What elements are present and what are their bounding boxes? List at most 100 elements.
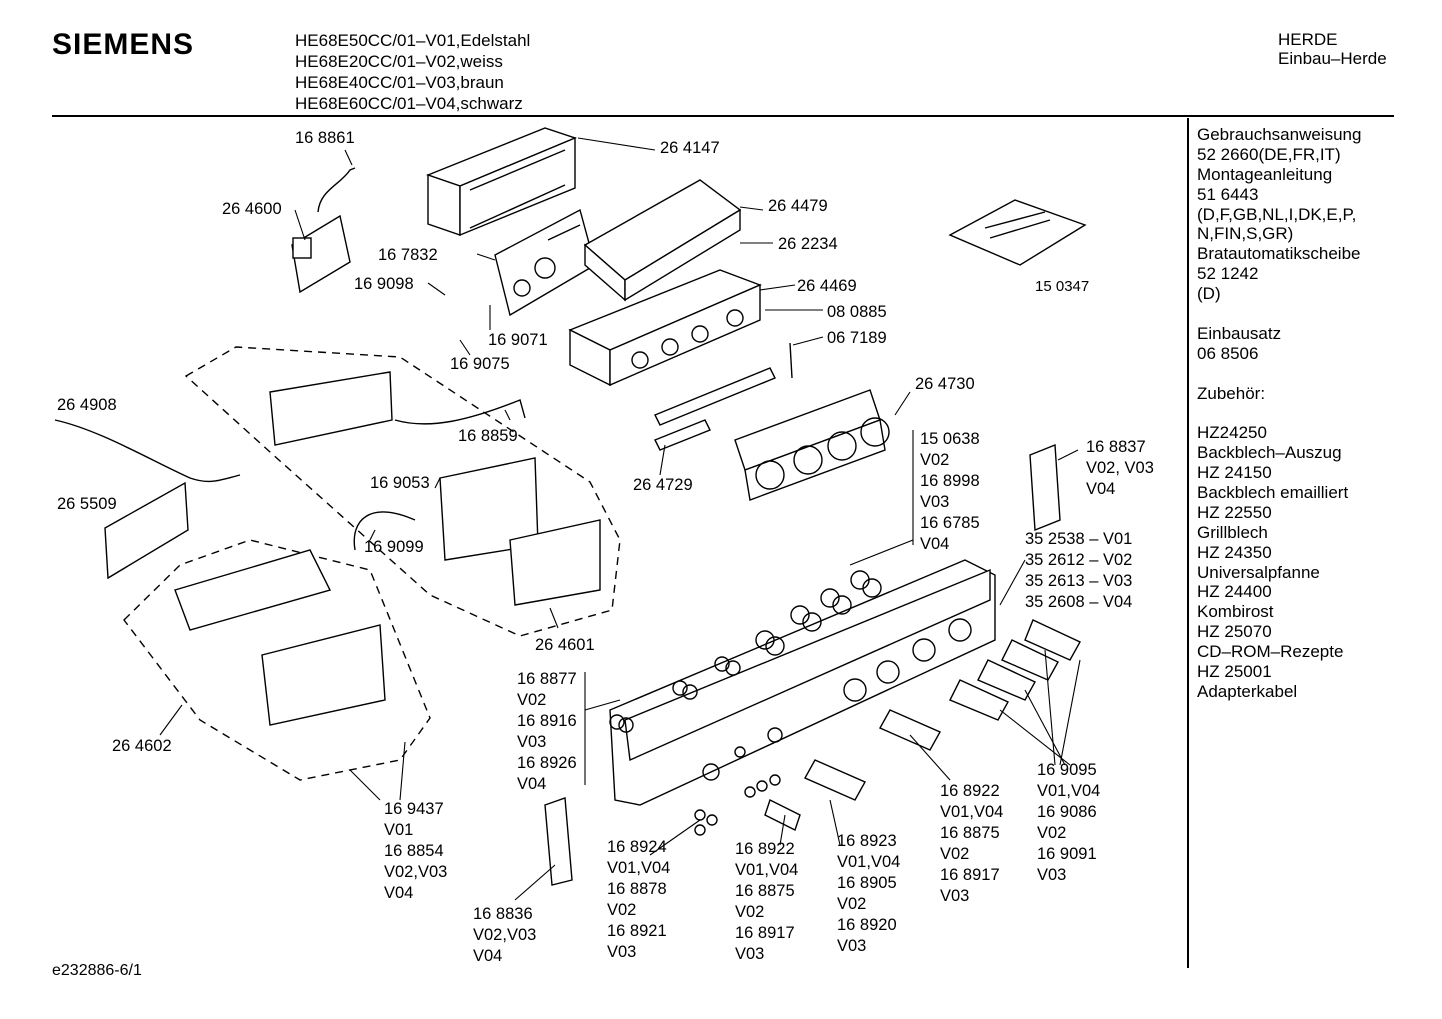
model-line: HE68E20CC/01–V02,weiss bbox=[295, 52, 503, 71]
part-label-line: V02 bbox=[517, 691, 547, 709]
category-line: HERDE bbox=[1278, 30, 1338, 49]
model-line: HE68E50CC/01–V01,Edelstahl bbox=[295, 31, 531, 50]
sidebar-note-line: 51 6443 bbox=[1197, 184, 1259, 204]
part-label: 26 4602 bbox=[112, 737, 172, 755]
assembly-group-outline bbox=[123, 346, 621, 781]
sidebar-note-line: N,FIN,S,GR) bbox=[1197, 224, 1294, 244]
part-label-line: 16 8921 bbox=[607, 922, 667, 940]
part-label-line: 16 9437 bbox=[384, 800, 444, 818]
switch-module bbox=[494, 208, 596, 317]
part-label-line: 16 8926 bbox=[517, 754, 577, 772]
part-label-group: 16 8837 V02, V03 V04 bbox=[1086, 437, 1154, 500]
part-label: 16 9071 bbox=[488, 331, 548, 349]
mounting-strip bbox=[654, 367, 776, 451]
part-label-group: 35 2538 – V01 35 2612 – V02 35 2613 – V0… bbox=[1025, 529, 1132, 613]
sidebar-note-line: HZ 25001 bbox=[1197, 662, 1272, 682]
part-label-line: V03 bbox=[940, 887, 970, 905]
sidebar-note-line: HZ 22550 bbox=[1197, 502, 1272, 522]
part-label-line: V02 bbox=[735, 903, 765, 921]
control-knobs bbox=[764, 619, 1081, 831]
part-label-line: V02 bbox=[940, 845, 970, 863]
part-label: 26 4729 bbox=[633, 476, 693, 494]
part-label-line: 35 2608 – V04 bbox=[1025, 593, 1133, 611]
part-label-group: 15 0638 V02 16 8998 V03 16 6785 V04 bbox=[920, 429, 980, 555]
sidebar-note-line: HZ 24400 bbox=[1197, 582, 1272, 602]
part-label-line: 16 9086 bbox=[1037, 803, 1097, 821]
part-label-line: V04 bbox=[473, 947, 503, 965]
part-label-line: V04 bbox=[920, 535, 950, 553]
part-label-group: 16 8922 V01,V04 16 8875 V02 16 8917 V03 bbox=[940, 781, 1003, 907]
part-label-line: V02 bbox=[920, 451, 950, 469]
category-line: Einbau–Herde bbox=[1278, 49, 1387, 68]
part-label-line: 16 8854 bbox=[384, 842, 444, 860]
part-label: 08 0885 bbox=[827, 303, 887, 321]
part-label-group: 16 9095 V01,V04 16 9086 V02 16 9091 V03 bbox=[1037, 760, 1100, 886]
part-label-line: 35 2538 – V01 bbox=[1025, 530, 1133, 548]
part-label-line: V01,V04 bbox=[735, 861, 799, 879]
part-label-line: 16 8917 bbox=[735, 924, 795, 942]
part-label-line: 16 8922 bbox=[735, 840, 795, 858]
part-label: 26 4908 bbox=[57, 396, 117, 414]
sidebar-note-line: Einbausatz bbox=[1197, 323, 1282, 343]
part-label-line: V02,V03 bbox=[473, 926, 537, 944]
part-label: 06 7189 bbox=[827, 329, 887, 347]
part-label-line: 16 9095 bbox=[1037, 761, 1097, 779]
part-label-line: V02 bbox=[837, 895, 867, 913]
sidebar-note-line: Backblech–Auszug bbox=[1197, 443, 1342, 463]
part-label-line: V03 bbox=[607, 943, 637, 961]
part-set-bag bbox=[948, 199, 1087, 266]
part-label-group: 16 9437 V01 16 8854 V02,V03 V04 bbox=[384, 799, 447, 904]
sidebar-note-line: HZ 24150 bbox=[1197, 463, 1272, 483]
part-label-line: V02,V03 bbox=[384, 863, 448, 881]
part-label-line: 16 8875 bbox=[735, 882, 795, 900]
part-label-group: 16 8924 V01,V04 16 8878 V02 16 8921 V03 bbox=[607, 837, 670, 963]
part-label-group: 16 8877 V02 16 8916 V03 16 8926 V04 bbox=[517, 669, 577, 795]
part-label: 26 4147 bbox=[660, 139, 720, 157]
part-label: 16 9098 bbox=[354, 275, 414, 293]
sidebar-note-line: CD–ROM–Rezepte bbox=[1197, 642, 1344, 662]
part-label: 16 8861 bbox=[295, 129, 355, 147]
part-label-group: 16 8836 V02,V03 V04 bbox=[473, 904, 536, 967]
part-label-line: 16 8923 bbox=[837, 832, 897, 850]
part-label-line: 16 8877 bbox=[517, 670, 577, 688]
sidebar-note-line: 06 8506 bbox=[1197, 343, 1259, 363]
header-divider bbox=[52, 115, 1394, 117]
part-label-line: 16 8916 bbox=[517, 712, 577, 730]
sidebar-note-line: Kombirost bbox=[1197, 602, 1274, 622]
part-label-line: 16 8836 bbox=[473, 905, 533, 923]
part-label-line: V02, V03 bbox=[1086, 459, 1154, 477]
part-label-line: V01 bbox=[384, 821, 414, 839]
part-label-line: V04 bbox=[517, 775, 547, 793]
knob-mount-frame bbox=[734, 389, 890, 501]
model-line: HE68E60CC/01–V04,schwarz bbox=[295, 94, 523, 113]
category-label: HERDE Einbau–Herde bbox=[1278, 30, 1387, 68]
part-label-line: 35 2612 – V02 bbox=[1025, 551, 1133, 569]
part-label-line: 16 8924 bbox=[607, 838, 667, 856]
part-label-line: 16 8837 bbox=[1086, 438, 1146, 456]
part-label-line: V04 bbox=[1086, 480, 1116, 498]
control-rack bbox=[568, 269, 762, 387]
part-label-line: 16 8878 bbox=[607, 880, 667, 898]
screw bbox=[789, 342, 793, 379]
sidebar-note-line: (D,F,GB,NL,I,DK,E,P, bbox=[1197, 204, 1357, 224]
sidebar-divider bbox=[1187, 118, 1189, 968]
part-label: 16 9053 bbox=[370, 474, 430, 492]
part-label-line: V03 bbox=[1037, 866, 1067, 884]
sidebar-note-line: 52 2660(DE,FR,IT) bbox=[1197, 144, 1341, 164]
model-list: HE68E50CC/01–V01,Edelstahl HE68E20CC/01–… bbox=[295, 30, 530, 114]
part-label-line: V03 bbox=[920, 493, 950, 511]
sidebar-note-line: HZ24250 bbox=[1197, 423, 1267, 443]
part-label: 26 5509 bbox=[57, 495, 117, 513]
part-label: 26 4730 bbox=[915, 375, 975, 393]
sidebar-note-line: (D) bbox=[1197, 284, 1221, 304]
part-label: 26 4479 bbox=[768, 197, 828, 215]
part-label: 16 7832 bbox=[378, 246, 438, 264]
siemens-logo: SIEMENS bbox=[52, 28, 195, 61]
part-label-line: 16 8875 bbox=[940, 824, 1000, 842]
circuit-board bbox=[291, 167, 356, 294]
part-label-line: 16 8998 bbox=[920, 472, 980, 490]
part-label-line: 16 8917 bbox=[940, 866, 1000, 884]
part-label: 26 4601 bbox=[535, 636, 595, 654]
